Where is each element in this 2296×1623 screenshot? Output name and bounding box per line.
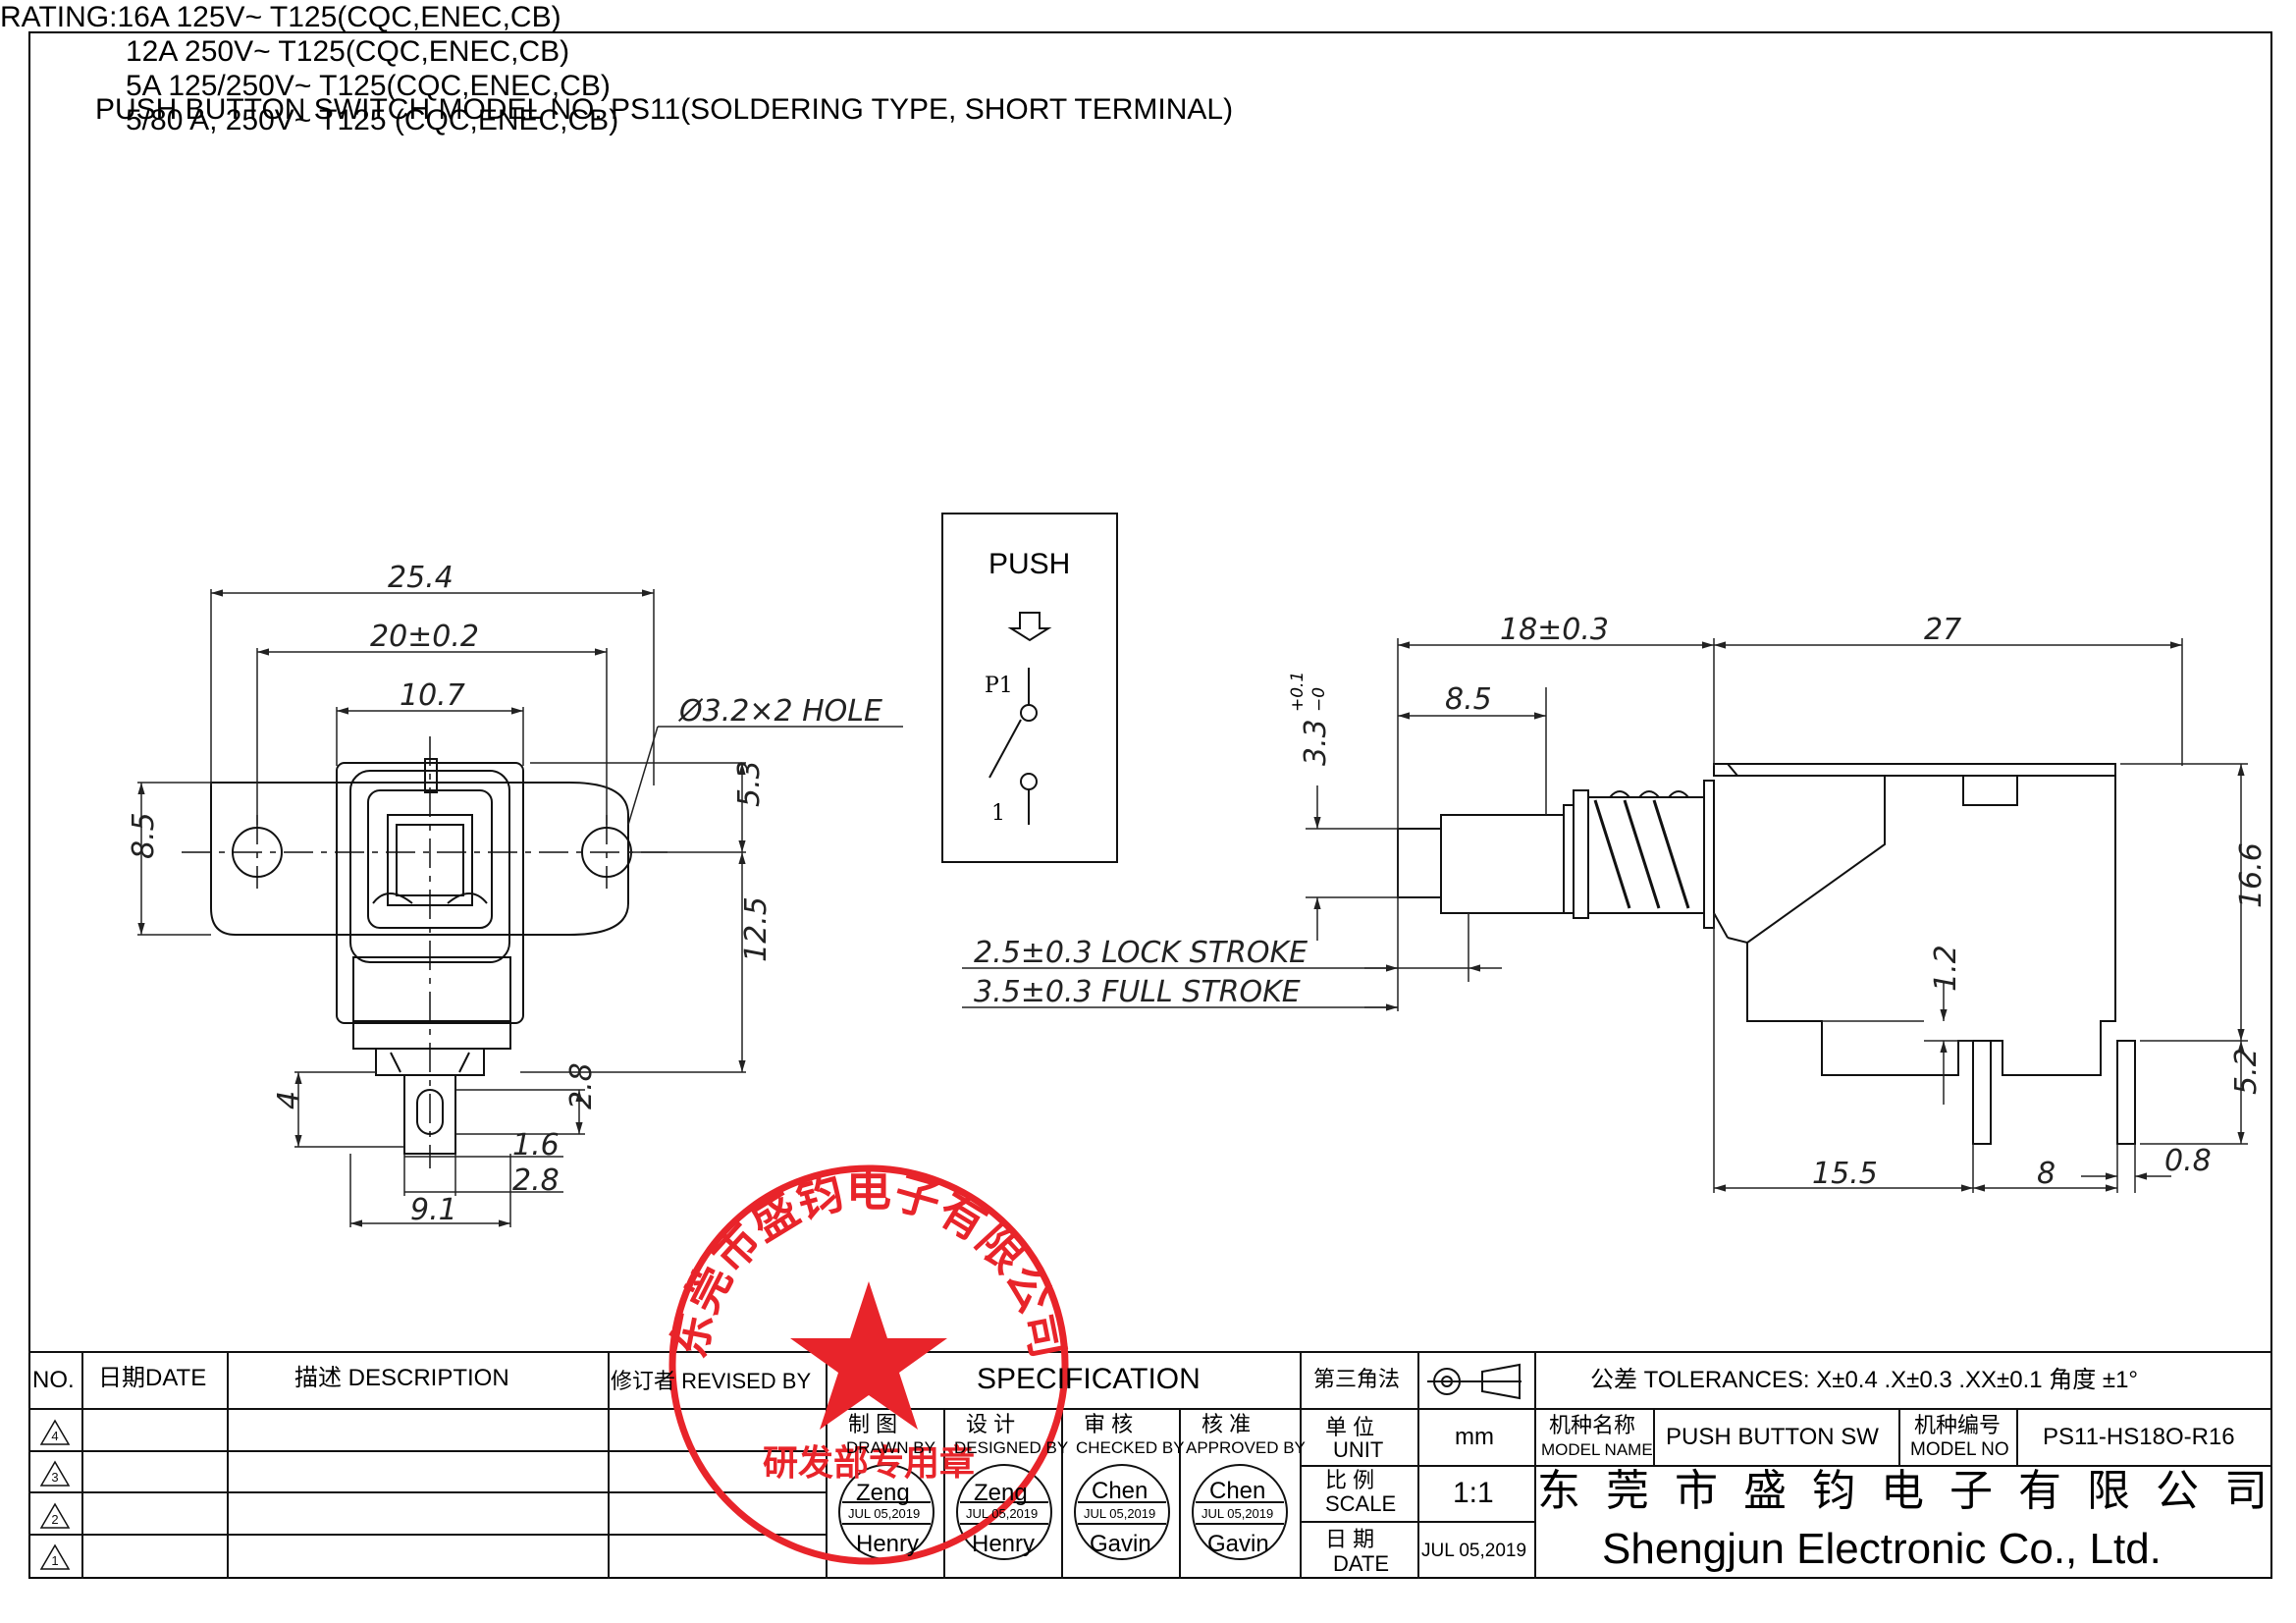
drawing-frame bbox=[28, 31, 2272, 1579]
rating-line: 12A 250V~ T125(CQC,ENEC,CB) bbox=[126, 35, 570, 68]
projection-label: 第三角法 bbox=[1313, 1367, 1401, 1391]
rating-line: RATING:16A 125V~ T125(CQC,ENEC,CB) bbox=[0, 1, 561, 33]
tolerances-label: 公差 TOLERANCES: X±0.4 .X±0.3 .XX±0.1 角度 ±… bbox=[1590, 1367, 2139, 1393]
push-label: PUSH bbox=[988, 548, 1070, 580]
scale-value: 1:1 bbox=[1453, 1477, 1494, 1509]
side-view-dimension-labels: 18±0.3 27 8.5 3.3 +0.1 −0 2.5±0.3 LOCK S… bbox=[974, 613, 2269, 1191]
date-value: JUL 05,2019 bbox=[1421, 1541, 1527, 1561]
rating-line: 5/80 A, 250V~ T125 (CQC,ENEC,CB) bbox=[126, 104, 619, 136]
model-name-en: MODEL NAME bbox=[1541, 1440, 1653, 1459]
designed-by-name-bottom: Henry bbox=[972, 1531, 1036, 1557]
rating-line: 5A 125/250V~ T125(CQC,ENEC,CB) bbox=[126, 70, 611, 102]
drawn-by-name-top: Zeng bbox=[856, 1480, 910, 1506]
revision-symbol: 4 bbox=[51, 1429, 58, 1443]
specification-label: SPECIFICATION bbox=[977, 1363, 1201, 1395]
designed-by-en: DESIGNED BY bbox=[954, 1438, 1069, 1457]
dim-25-4: 25.4 bbox=[388, 561, 454, 595]
model-no-en: MODEL NO bbox=[1910, 1439, 2009, 1460]
col-date: 日期DATE bbox=[98, 1365, 207, 1391]
dim-20: 20±0.2 bbox=[370, 620, 479, 654]
lock-stroke-label: 2.5±0.3 LOCK STROKE bbox=[974, 936, 1308, 970]
company-name-en: Shengjun Electronic Co., Ltd. bbox=[1602, 1525, 2162, 1573]
push-arrow-icon bbox=[1007, 612, 1052, 642]
checked-by-date: JUL 05,2019 bbox=[1084, 1506, 1156, 1521]
side-view bbox=[1397, 763, 2136, 1145]
model-no-cn: 机种编号 bbox=[1914, 1413, 2002, 1437]
p1-label: P1 bbox=[985, 674, 1013, 698]
side-view-dimensions bbox=[962, 638, 2248, 1193]
red-star-icon bbox=[790, 1281, 947, 1430]
revision-symbol: 1 bbox=[51, 1553, 58, 1568]
checked-by-name-bottom: Gavin bbox=[1090, 1531, 1151, 1557]
scale-cn: 比 例 bbox=[1325, 1468, 1375, 1492]
rating-block: RATING:16A 125V~ T125(CQC,ENEC,CB) 12A 2… bbox=[0, 0, 2296, 137]
dim-8-5: 8.5 bbox=[127, 812, 161, 859]
model-no-value: PS11-HS18O-R16 bbox=[2043, 1424, 2235, 1450]
model-name-cn: 机种名称 bbox=[1549, 1413, 1636, 1437]
designed-by-cn: 设 计 bbox=[966, 1412, 1016, 1436]
date-en: DATE bbox=[1333, 1551, 1390, 1576]
front-view bbox=[182, 736, 667, 1168]
drawn-by-cn: 制 图 bbox=[848, 1412, 898, 1436]
dim-10-7: 10.7 bbox=[400, 678, 465, 713]
revision-symbol: 2 bbox=[51, 1512, 58, 1527]
revision-symbols bbox=[39, 1419, 71, 1570]
dim-1-6: 1.6 bbox=[512, 1128, 560, 1163]
dim-18: 18±0.3 bbox=[1500, 613, 1609, 647]
dim-16-6: 16.6 bbox=[2234, 842, 2269, 908]
drawing-title: PUSH BUTTON SWITCH MODEL NO. PS11(SOLDER… bbox=[95, 93, 1234, 126]
approved-by-date: JUL 05,2019 bbox=[1201, 1506, 1274, 1521]
switch-schematic: PUSH P1 1 bbox=[941, 513, 1118, 863]
drawn-by-en: DRAWN BY bbox=[846, 1438, 935, 1457]
dim-3-3: 3.3 bbox=[1299, 719, 1333, 766]
drawn-by-date: JUL 05,2019 bbox=[848, 1506, 921, 1521]
model-name-value: PUSH BUTTON SW bbox=[1666, 1424, 1879, 1450]
terminal-1-label: 1 bbox=[991, 801, 1005, 826]
dim-8: 8 bbox=[2037, 1157, 2056, 1191]
col-description: 描述 DESCRIPTION bbox=[294, 1365, 509, 1391]
designed-by-date: JUL 05,2019 bbox=[966, 1506, 1039, 1521]
dim-15-5: 15.5 bbox=[1812, 1157, 1878, 1191]
col-no: NO. bbox=[32, 1367, 75, 1393]
scale-en: SCALE bbox=[1325, 1491, 1397, 1516]
dim-4: 4 bbox=[272, 1091, 306, 1109]
dim-hole: Ø3.2×2 HOLE bbox=[677, 694, 882, 729]
unit-en: UNIT bbox=[1333, 1437, 1384, 1462]
dim-3-3-tol-plus: +0.1 bbox=[1288, 672, 1308, 712]
unit-value: mm bbox=[1455, 1424, 1494, 1450]
checked-by-name-top: Chen bbox=[1092, 1478, 1148, 1504]
revision-symbol-labels: 4 3 2 1 bbox=[51, 1429, 58, 1568]
unit-cn: 单 位 bbox=[1325, 1415, 1375, 1439]
dim-2-8-vertical: 2.8 bbox=[564, 1062, 599, 1109]
col-revised-by: 修订者 REVISED BY bbox=[611, 1369, 812, 1393]
company-name-cn: 东莞市盛钧电子有限公司 bbox=[1537, 1466, 2293, 1516]
designed-by-name-top: Zeng bbox=[974, 1480, 1028, 1506]
dim-8-5-side: 8.5 bbox=[1445, 682, 1492, 717]
date-cn: 日 期 bbox=[1325, 1527, 1375, 1551]
third-angle-projection-icon bbox=[1427, 1363, 1522, 1400]
dim-0-8: 0.8 bbox=[2164, 1144, 2212, 1178]
full-stroke-label: 3.5±0.3 FULL STROKE bbox=[974, 975, 1301, 1009]
approved-by-cn: 核 准 bbox=[1201, 1412, 1252, 1436]
seal-bottom-text: 研发部专用章 bbox=[763, 1442, 975, 1484]
dim-9-1: 9.1 bbox=[410, 1193, 457, 1227]
dim-5-3: 5.3 bbox=[732, 760, 767, 807]
approved-by-name-top: Chen bbox=[1209, 1478, 1266, 1504]
front-view-dimension-labels: 25.4 20±0.2 10.7 Ø3.2×2 HOLE 8.5 5.3 12.… bbox=[127, 561, 882, 1227]
checked-by-cn: 审 核 bbox=[1084, 1412, 1134, 1436]
dim-12-5: 12.5 bbox=[739, 896, 774, 962]
approved-by-en: APPROVED BY bbox=[1186, 1438, 1306, 1457]
dim-1-2: 1.2 bbox=[1929, 945, 1963, 992]
dim-3-3-tol-minus: −0 bbox=[1309, 687, 1329, 712]
dim-5-2: 5.2 bbox=[2229, 1048, 2264, 1095]
revision-symbol: 3 bbox=[51, 1470, 58, 1485]
drawn-by-name-bottom: Henry bbox=[856, 1531, 920, 1557]
front-view-dimensions bbox=[137, 589, 903, 1227]
approved-by-name-bottom: Gavin bbox=[1207, 1531, 1269, 1557]
dim-2-8: 2.8 bbox=[512, 1163, 560, 1198]
checked-by-en: CHECKED BY bbox=[1076, 1438, 1185, 1457]
dim-27: 27 bbox=[1924, 613, 1961, 647]
